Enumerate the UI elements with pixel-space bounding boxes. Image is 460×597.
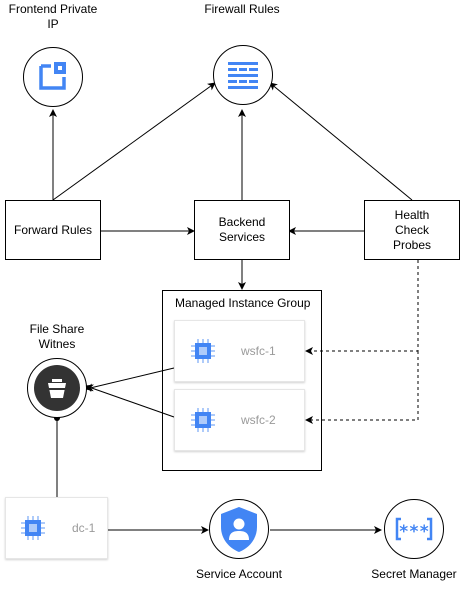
health-check-label: Health Check Probes <box>392 207 432 252</box>
wsfc1-label: wsfc-1 <box>241 344 276 358</box>
edge-healthcheck-to-wsfc1 <box>305 260 419 355</box>
forward-rules-label: Forward Rules <box>13 222 93 237</box>
wsfc2-node[interactable]: wsfc-2 <box>174 389 305 451</box>
dc1-label: dc-1 <box>72 521 96 535</box>
secret-manager-label: Secret Manager <box>371 567 457 581</box>
frontend-ip-label: Frontend Private IP <box>8 2 98 31</box>
secret-manager-node[interactable]: *** <box>384 499 444 559</box>
edge-healthcheck-to-firewall <box>269 82 413 201</box>
backend-services-label: Backend Services <box>218 215 266 244</box>
dc1-node[interactable]: dc-1 <box>5 497 108 559</box>
compute-engine-icon <box>21 516 45 540</box>
compute-engine-icon <box>191 408 215 432</box>
wsfc1-node[interactable]: wsfc-1 <box>174 320 305 382</box>
managed-instance-group[interactable] <box>162 290 322 471</box>
firewall-icon <box>228 62 258 89</box>
frontend-ip-node[interactable] <box>23 47 83 107</box>
storage-bucket-icon <box>34 365 80 411</box>
edge-wsfc2-to-fsw <box>85 384 175 418</box>
compute-engine-icon <box>191 339 215 363</box>
firewall-node[interactable] <box>213 45 273 105</box>
backend-services-node[interactable]: Backend Services <box>194 200 290 260</box>
service-account-node[interactable] <box>209 499 269 559</box>
firewall-label: Firewall Rules <box>204 2 280 16</box>
forward-rules-node[interactable]: Forward Rules <box>5 200 101 260</box>
managed-instance-group-title: Managed Instance Group <box>175 296 311 310</box>
edge-healthcheck-to-wsfc2 <box>305 351 419 424</box>
wsfc2-label: wsfc-2 <box>241 413 276 427</box>
fsw-node[interactable] <box>27 358 87 418</box>
fsw-label: File Share Witnes <box>29 322 85 351</box>
service-account-icon <box>221 507 257 552</box>
edge-forward-to-firewall <box>52 82 216 201</box>
secret-manager-icon: *** <box>395 517 433 542</box>
service-account-label: Service Account <box>195 567 283 581</box>
health-check-node[interactable]: Health Check Probes <box>364 200 460 260</box>
frontend-ip-icon <box>39 62 66 90</box>
edge-wsfc1-to-fsw <box>85 367 175 392</box>
svg-text:***: *** <box>399 522 430 542</box>
